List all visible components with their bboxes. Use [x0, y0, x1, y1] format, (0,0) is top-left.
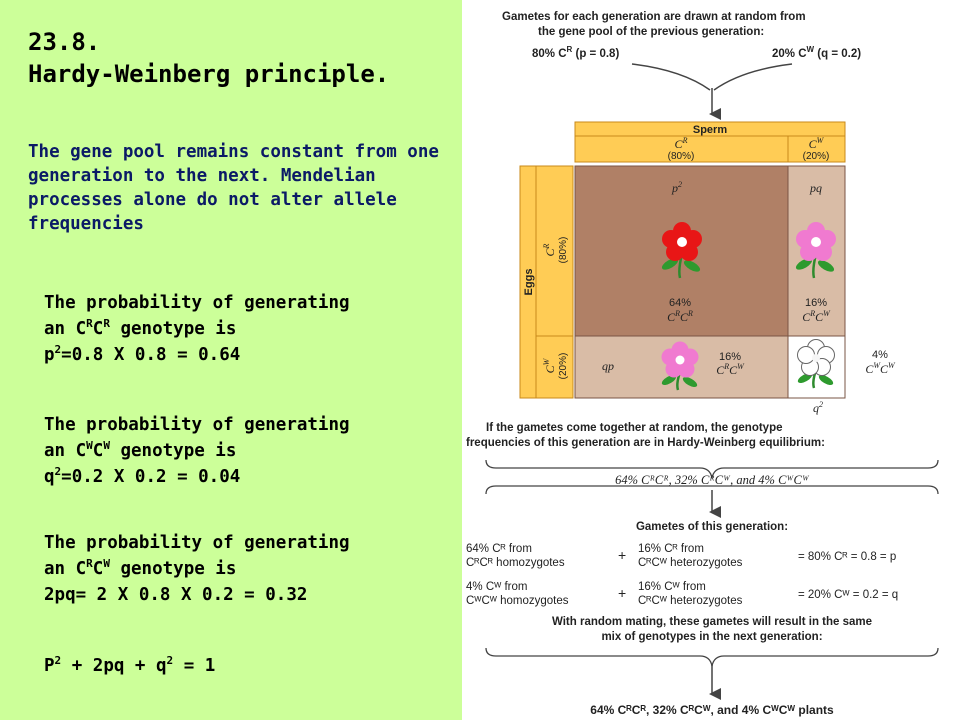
plants-line: 64% CᴿCᴿ, 32% CᴿCᵂ, and 4% CᵂCᵂ plants [590, 703, 834, 717]
text-panel: 23.8. Hardy-Weinberg principle. The gene… [0, 0, 462, 720]
row2-result: = 20% Cᵂ = 0.2 = q [798, 589, 898, 601]
punnett-figure: Gametes for each generation are drawn at… [462, 0, 960, 720]
row2-heterozygotes: CᴿCᵂ heterozygotes [638, 595, 743, 607]
eggs-label: Eggs [523, 269, 535, 296]
red-flower-icon [661, 222, 702, 279]
pct-cwcw: 4% [872, 349, 888, 361]
pool-arrow-left [631, 63, 711, 91]
eggs-cw-allele: CW [542, 357, 557, 373]
sperm-cr-pct: (80%) [668, 151, 695, 162]
frequency-line: 64% CᴿCᴿ, 32% CᴿCᵂ, and 4% CᵂCᵂ [615, 473, 810, 487]
section-number: 23.8. [28, 28, 101, 56]
hardy-weinberg-equation: P2 + 2pq + q2 = 1 [44, 654, 216, 676]
eggs-cw-pct: (20%) [558, 353, 569, 380]
pool-arrow-right [713, 63, 793, 91]
sperm-label: Sperm [693, 124, 727, 136]
pct-crcw-bottom: 16% [719, 351, 741, 363]
top-caption-line2: the gene pool of the previous generation… [538, 26, 764, 38]
probability-crcr: The probability of generating an CRCR ge… [44, 293, 350, 365]
row1-result: = 80% Cᴿ = 0.8 = p [798, 551, 896, 563]
brace-1 [485, 459, 939, 479]
top-caption-line1: Gametes for each generation are drawn at… [502, 11, 806, 23]
label-p2: p2 [671, 180, 682, 195]
gametes-title: Gametes of this generation: [636, 521, 788, 533]
page-title: 23.8. Hardy-Weinberg principle. [28, 26, 389, 90]
eggs-cw-header [535, 335, 574, 399]
eggs-cr-header [535, 165, 574, 337]
section-title: Hardy-Weinberg principle. [28, 60, 390, 88]
figure-svg: Gametes for each generation are drawn at… [466, 11, 939, 717]
probability-cwcw: The probability of generating an CWCW ge… [44, 415, 350, 487]
probability-crcw: The probability of generating an CRCW ge… [44, 533, 350, 605]
sperm-cw-pct: (20%) [803, 151, 830, 162]
eggs-cr-allele: CR [542, 243, 557, 256]
row2-cw-from: 4% Cᵂ from [466, 581, 527, 593]
row1-plus: + [618, 547, 626, 563]
cr-pool-label: 80% CR (p = 0.8) [532, 45, 619, 60]
mating-line2: mix of genotypes in the next generation: [601, 631, 822, 643]
label-qp: qp [602, 359, 614, 373]
pct-crcw-top: 16% [805, 297, 827, 309]
row2-cw-het-from: 16% Cᵂ from [638, 581, 706, 593]
geno-crcr: CRCR [667, 309, 693, 324]
sperm-cr-header [574, 135, 789, 163]
equilibrium-line2: frequencies of this generation are in Ha… [466, 437, 825, 449]
cw-pool-label: 20% CW (q = 0.2) [772, 45, 861, 60]
pct-crcr: 64% [669, 297, 691, 309]
brace-3 [485, 647, 939, 667]
pink-flower-icon [661, 341, 699, 391]
eggs-cr-pct: (80%) [558, 237, 569, 264]
white-flower-icon [797, 339, 835, 389]
geno-cwcw: CWCW [865, 361, 896, 376]
row2-plus: + [618, 585, 626, 601]
label-pq: pq [809, 181, 822, 195]
pink-flower-icon [795, 222, 836, 279]
sperm-cw-allele: CW [809, 136, 825, 151]
row1-heterozygotes: CᴿCᵂ heterozygotes [638, 557, 743, 569]
mating-line1: With random mating, these gametes will r… [552, 616, 872, 628]
sperm-cw-header [787, 135, 846, 163]
row1-cr-het-from: 16% Cᴿ from [638, 543, 704, 555]
intro-text: The gene pool remains constant from one … [28, 142, 439, 234]
equilibrium-line1: If the gametes come together at random, … [486, 422, 783, 434]
row2-homozygotes: CᵂCᵂ homozygotes [466, 595, 569, 607]
sperm-cr-allele: CR [675, 136, 688, 151]
row1-homozygotes: CᴿCᴿ homozygotes [466, 557, 565, 569]
brace-2 [485, 485, 939, 495]
label-q2: q2 [813, 400, 823, 415]
row1-cr-from: 64% Cᴿ from [466, 543, 532, 555]
